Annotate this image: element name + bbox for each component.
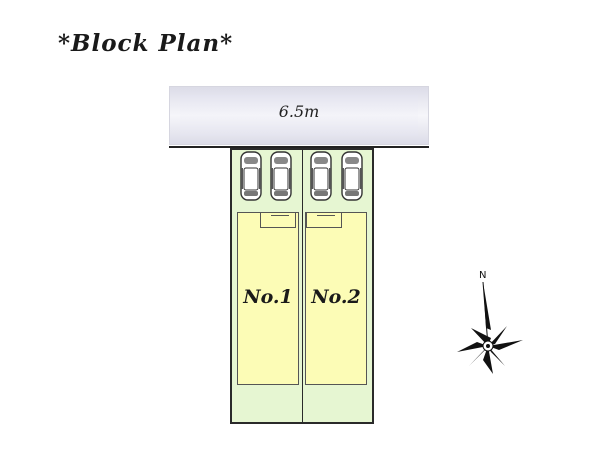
road: 6.5m [169, 86, 429, 145]
entrance-porch [306, 212, 342, 228]
lot-1: No.1 [230, 148, 303, 424]
car-icon [341, 151, 363, 201]
road-boundary-line [169, 146, 429, 148]
entrance-porch [260, 212, 296, 228]
page-title: *Block Plan* [58, 30, 234, 57]
house-label: No.2 [311, 286, 361, 308]
road-surface [180, 95, 418, 136]
compass-rose-icon [457, 281, 523, 374]
house-label: No.1 [243, 286, 293, 308]
road-width-label: 6.5m [278, 102, 320, 121]
car-icon [240, 151, 262, 201]
lot-2: No.2 [302, 148, 374, 424]
house-1: No.1 [237, 212, 299, 385]
house-2: No.2 [305, 212, 367, 385]
compass-north-label: N [479, 270, 487, 281]
car-icon [310, 151, 332, 201]
car-icon [270, 151, 292, 201]
